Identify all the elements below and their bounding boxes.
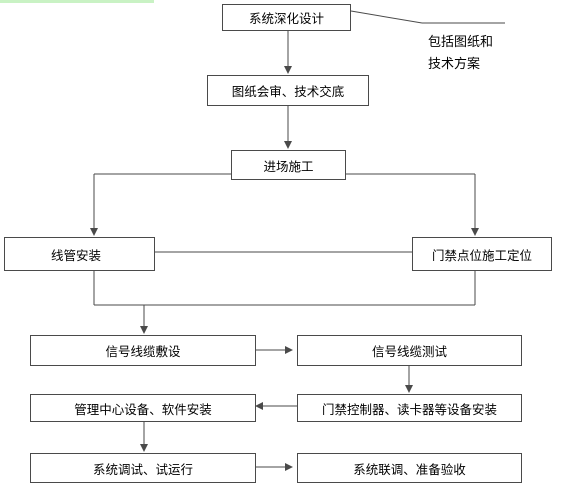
node-door-position: 门禁点位施工定位 bbox=[412, 237, 552, 271]
node-system-design: 系统深化设计 bbox=[222, 4, 351, 31]
node-controller-install: 门禁控制器、读卡器等设备安装 bbox=[297, 394, 522, 422]
node-cable-test: 信号线缆测试 bbox=[297, 335, 522, 366]
node-drawing-review: 图纸会审、技术交底 bbox=[207, 75, 369, 106]
node-acceptance: 系统联调、准备验收 bbox=[297, 453, 522, 483]
design-note-line-1: 包括图纸和 bbox=[428, 35, 494, 50]
top-highlight-strip bbox=[0, 0, 154, 3]
design-note: 包括图纸和 技术方案 bbox=[428, 32, 493, 76]
node-debug: 系统调试、试运行 bbox=[30, 453, 256, 483]
node-center-install: 管理中心设备、软件安装 bbox=[30, 394, 256, 422]
node-pipe-install: 线管安装 bbox=[4, 237, 155, 271]
node-enter-site: 进场施工 bbox=[231, 150, 346, 180]
node-cable-laying: 信号线缆敷设 bbox=[30, 335, 256, 366]
note-callout-line bbox=[350, 10, 423, 24]
design-note-line-2: 技术方案 bbox=[428, 57, 481, 72]
